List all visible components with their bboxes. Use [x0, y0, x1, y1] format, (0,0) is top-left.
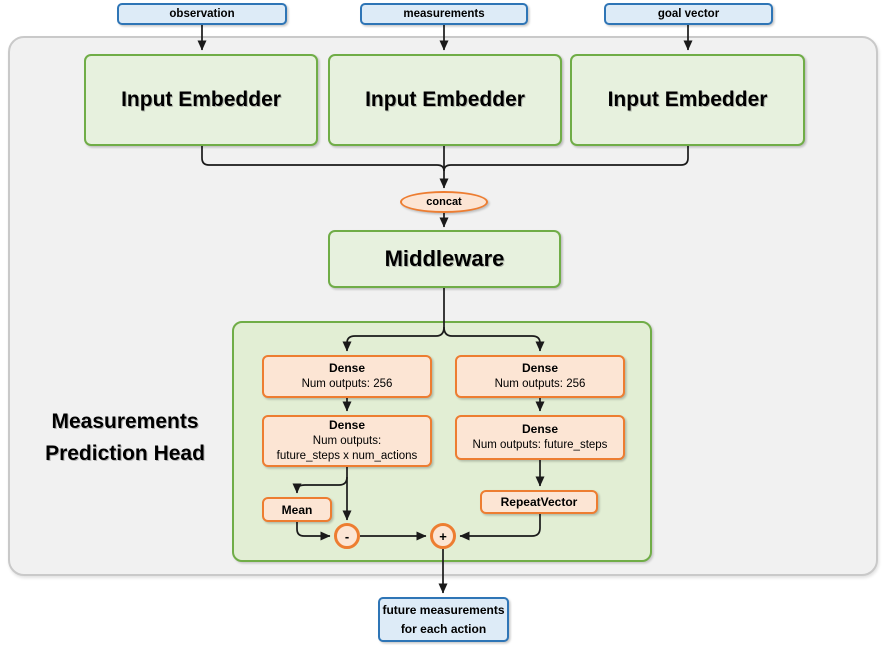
dense-left-2: Dense Num outputs: future_steps x num_ac…	[262, 415, 432, 467]
dense-right-1-title: Dense	[521, 361, 559, 376]
dense-right-2-subtitle: Num outputs: future_steps	[472, 438, 608, 451]
input-label-observation: observation	[117, 3, 287, 25]
prediction-head-title-line1: Measurements	[51, 410, 199, 433]
plus-junction: +	[430, 523, 456, 549]
dense-left-1-title: Dense	[328, 361, 366, 376]
output-label-line2: for each action	[400, 621, 487, 636]
dense-left-1-subtitle: Num outputs: 256	[301, 377, 393, 390]
dense-left-2-title: Dense	[328, 418, 366, 433]
input-embedder-goal-vector: Input Embedder	[570, 54, 805, 146]
dense-right-2-title: Dense	[521, 422, 559, 437]
dense-left-1: Dense Num outputs: 256	[262, 355, 432, 398]
output-label: future measurements for each action	[378, 597, 509, 642]
input-label-goal-vector: goal vector	[604, 3, 773, 25]
repeat-vector-node: RepeatVector	[480, 490, 598, 514]
dense-left-2-subtitle2: future_steps x num_actions	[276, 449, 418, 462]
dense-right-1-subtitle: Num outputs: 256	[494, 377, 586, 390]
dense-left-2-subtitle: Num outputs:	[312, 434, 382, 447]
input-embedder-observation: Input Embedder	[84, 54, 318, 146]
minus-junction: -	[334, 523, 360, 549]
prediction-head-title: Measurements Prediction Head	[28, 406, 222, 469]
input-embedder-measurements: Input Embedder	[328, 54, 562, 146]
dense-right-2: Dense Num outputs: future_steps	[455, 415, 625, 460]
dense-right-1: Dense Num outputs: 256	[455, 355, 625, 398]
concat-node: concat	[400, 191, 488, 213]
middleware-node: Middleware	[328, 230, 561, 288]
prediction-head-title-line2: Prediction Head	[45, 441, 205, 465]
output-label-line1: future measurements	[382, 602, 505, 617]
input-label-measurements: measurements	[360, 3, 528, 25]
mean-node: Mean	[262, 497, 332, 522]
